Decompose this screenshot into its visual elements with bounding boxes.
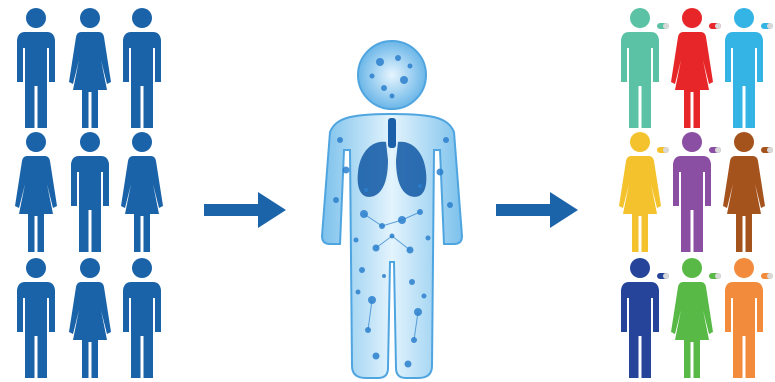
female-figure [121, 132, 163, 252]
male-figure [17, 8, 55, 128]
female-figure [671, 258, 713, 378]
pill-capsule-icon [709, 273, 721, 279]
pill-capsule-icon [657, 273, 669, 279]
male-figure [725, 8, 763, 128]
pill-capsule-icon [761, 23, 773, 29]
female-figure [15, 132, 57, 252]
male-figure [123, 8, 161, 128]
arrow-right-icon [496, 192, 578, 228]
pill-capsule-icon [657, 23, 669, 29]
male-figure [123, 258, 161, 378]
female-figure [619, 132, 661, 252]
female-figure [671, 8, 713, 128]
pill-capsule-icon [761, 147, 773, 153]
female-figure [723, 132, 765, 252]
pill-capsule-icon [657, 147, 669, 153]
male-figure [621, 8, 659, 128]
male-figure [71, 132, 109, 252]
arrow-right-icon [204, 192, 286, 228]
female-figure [69, 8, 111, 128]
pill-capsule-icon [709, 23, 721, 29]
male-figure [17, 258, 55, 378]
male-figure [725, 258, 763, 378]
pill-capsule-icon [709, 147, 721, 153]
pill-capsule-icon [761, 273, 773, 279]
population-group [15, 8, 163, 378]
male-figure [621, 258, 659, 378]
personalized-group [619, 8, 773, 378]
human-body-with-lungs-and-cells-icon [322, 41, 462, 378]
female-figure [69, 258, 111, 378]
male-figure [673, 132, 711, 252]
